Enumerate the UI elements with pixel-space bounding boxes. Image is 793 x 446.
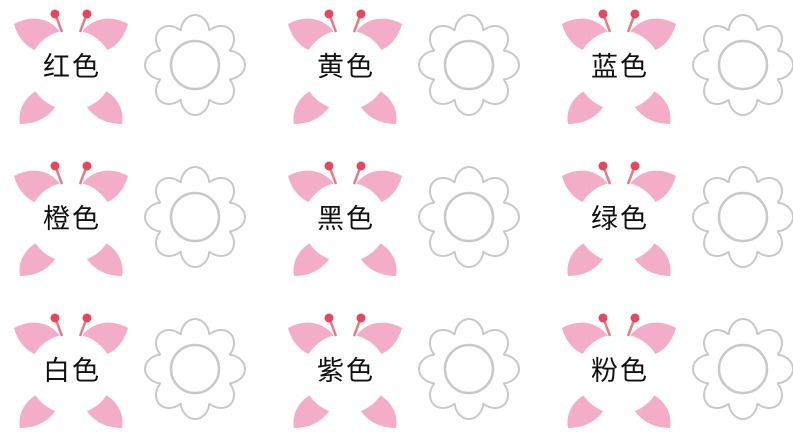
butterfly-icon (14, 313, 128, 428)
color-label: 紫色 (317, 355, 375, 387)
color-card: 粉色 (548, 304, 793, 446)
color-label: 黑色 (317, 203, 375, 235)
color-card: 黑色 (274, 152, 538, 294)
butterfly-icon (14, 9, 128, 124)
color-card: 红色 (0, 0, 264, 142)
color-card: 橙色 (0, 152, 264, 294)
flower-outline-icon[interactable] (688, 314, 793, 424)
butterfly-icon (288, 9, 402, 124)
flower-outline-icon[interactable] (414, 10, 524, 120)
color-label: 粉色 (591, 355, 649, 387)
flower-outline-icon[interactable] (414, 314, 524, 424)
flower-outline-icon[interactable] (688, 162, 793, 272)
butterfly-icon (562, 161, 676, 276)
butterfly-icon (562, 313, 676, 428)
butterfly-icon (288, 313, 402, 428)
color-card: 蓝色 (548, 0, 793, 142)
butterfly-icon (562, 9, 676, 124)
flower-outline-icon[interactable] (140, 10, 250, 120)
color-matching-grid: 红色 黄色 蓝色橙色 黑色 绿色白色 紫色 粉色 (0, 0, 793, 428)
color-label: 蓝色 (591, 51, 649, 83)
butterfly-icon (288, 161, 402, 276)
flower-outline-icon[interactable] (414, 162, 524, 272)
color-card: 绿色 (548, 152, 793, 294)
color-card: 紫色 (274, 304, 538, 446)
butterfly-icon (14, 161, 128, 276)
color-card: 白色 (0, 304, 264, 446)
color-label: 红色 (43, 51, 101, 83)
color-label: 白色 (43, 355, 101, 387)
color-card: 黄色 (274, 0, 538, 142)
flower-outline-icon[interactable] (140, 162, 250, 272)
color-label: 橙色 (43, 203, 101, 235)
flower-outline-icon[interactable] (688, 10, 793, 120)
color-label: 绿色 (591, 203, 649, 235)
color-label: 黄色 (317, 51, 375, 83)
flower-outline-icon[interactable] (140, 314, 250, 424)
